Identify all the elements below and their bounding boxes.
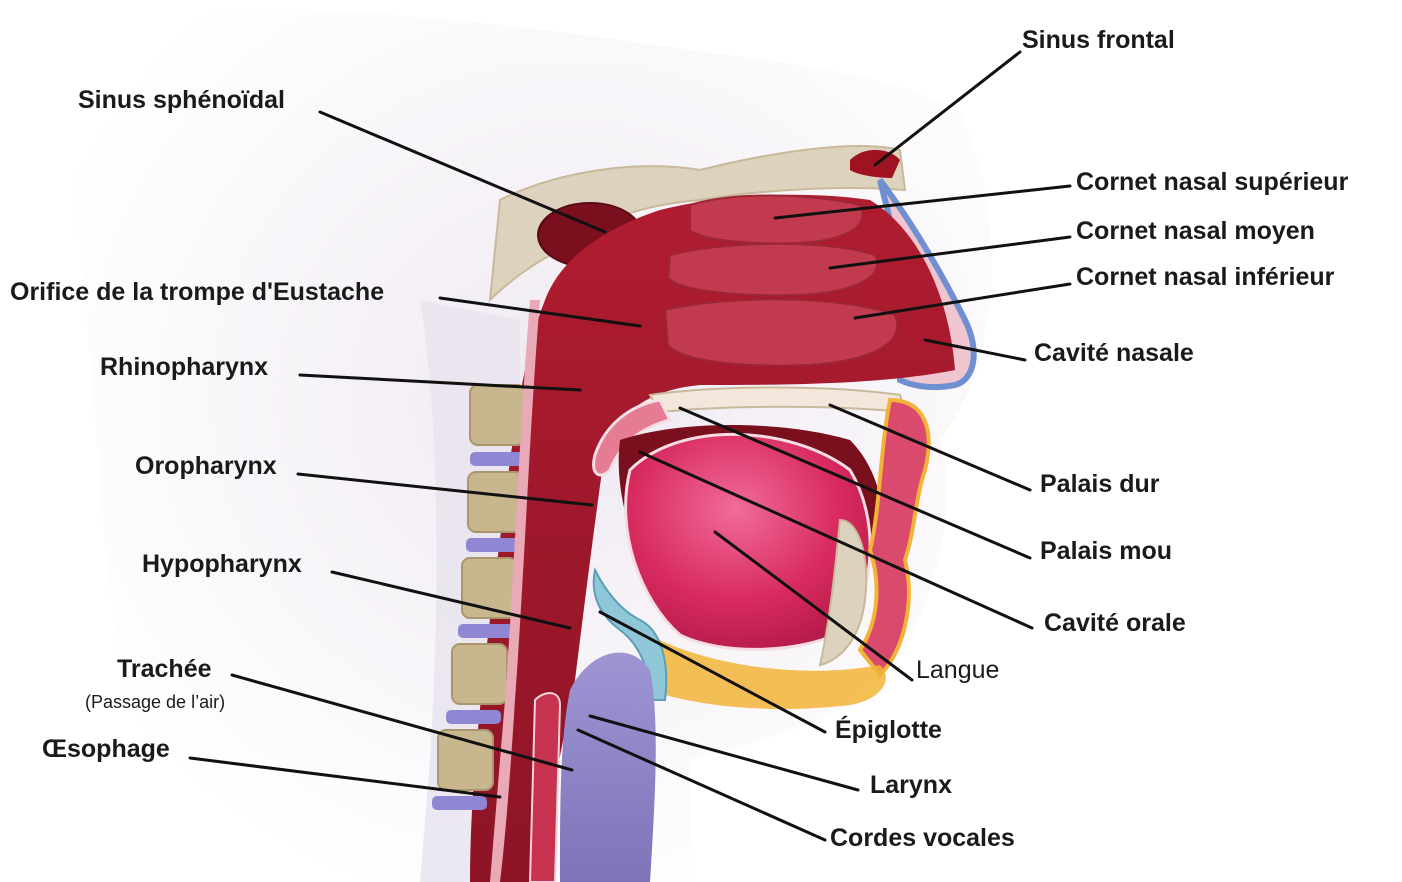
label-hypopharynx: Hypopharynx (142, 550, 302, 578)
esophagus-tube (530, 693, 560, 882)
label-palais-dur: Palais dur (1040, 470, 1160, 498)
label-cordes-vocales: Cordes vocales (830, 824, 1015, 852)
label-cornet-inferieur: Cornet nasal inférieur (1076, 263, 1335, 291)
label-cornet-moyen: Cornet nasal moyen (1076, 217, 1315, 245)
label-trachee-sub: (Passage de l’air) (85, 692, 225, 712)
nasal-turbinates (665, 196, 897, 366)
label-oesophage: Œsophage (42, 735, 170, 763)
label-palais-mou: Palais mou (1040, 537, 1172, 565)
label-cornet-superieur: Cornet nasal supérieur (1076, 168, 1349, 196)
label-oropharynx: Oropharynx (135, 452, 277, 480)
label-epiglotte: Épiglotte (835, 715, 942, 744)
label-larynx: Larynx (870, 771, 952, 799)
label-langue: Langue (916, 656, 999, 684)
label-sinus-frontal: Sinus frontal (1022, 26, 1175, 54)
larynx-trachea (560, 653, 656, 882)
label-orifice-eustache: Orifice de la trompe d'Eustache (10, 278, 384, 306)
label-cavite-nasale: Cavité nasale (1034, 339, 1194, 367)
label-cavite-orale: Cavité orale (1044, 609, 1186, 637)
label-sinus-sphenoidal: Sinus sphénoïdal (78, 86, 285, 114)
label-trachee: Trachée (117, 655, 212, 683)
label-rhinopharynx: Rhinopharynx (100, 353, 268, 381)
